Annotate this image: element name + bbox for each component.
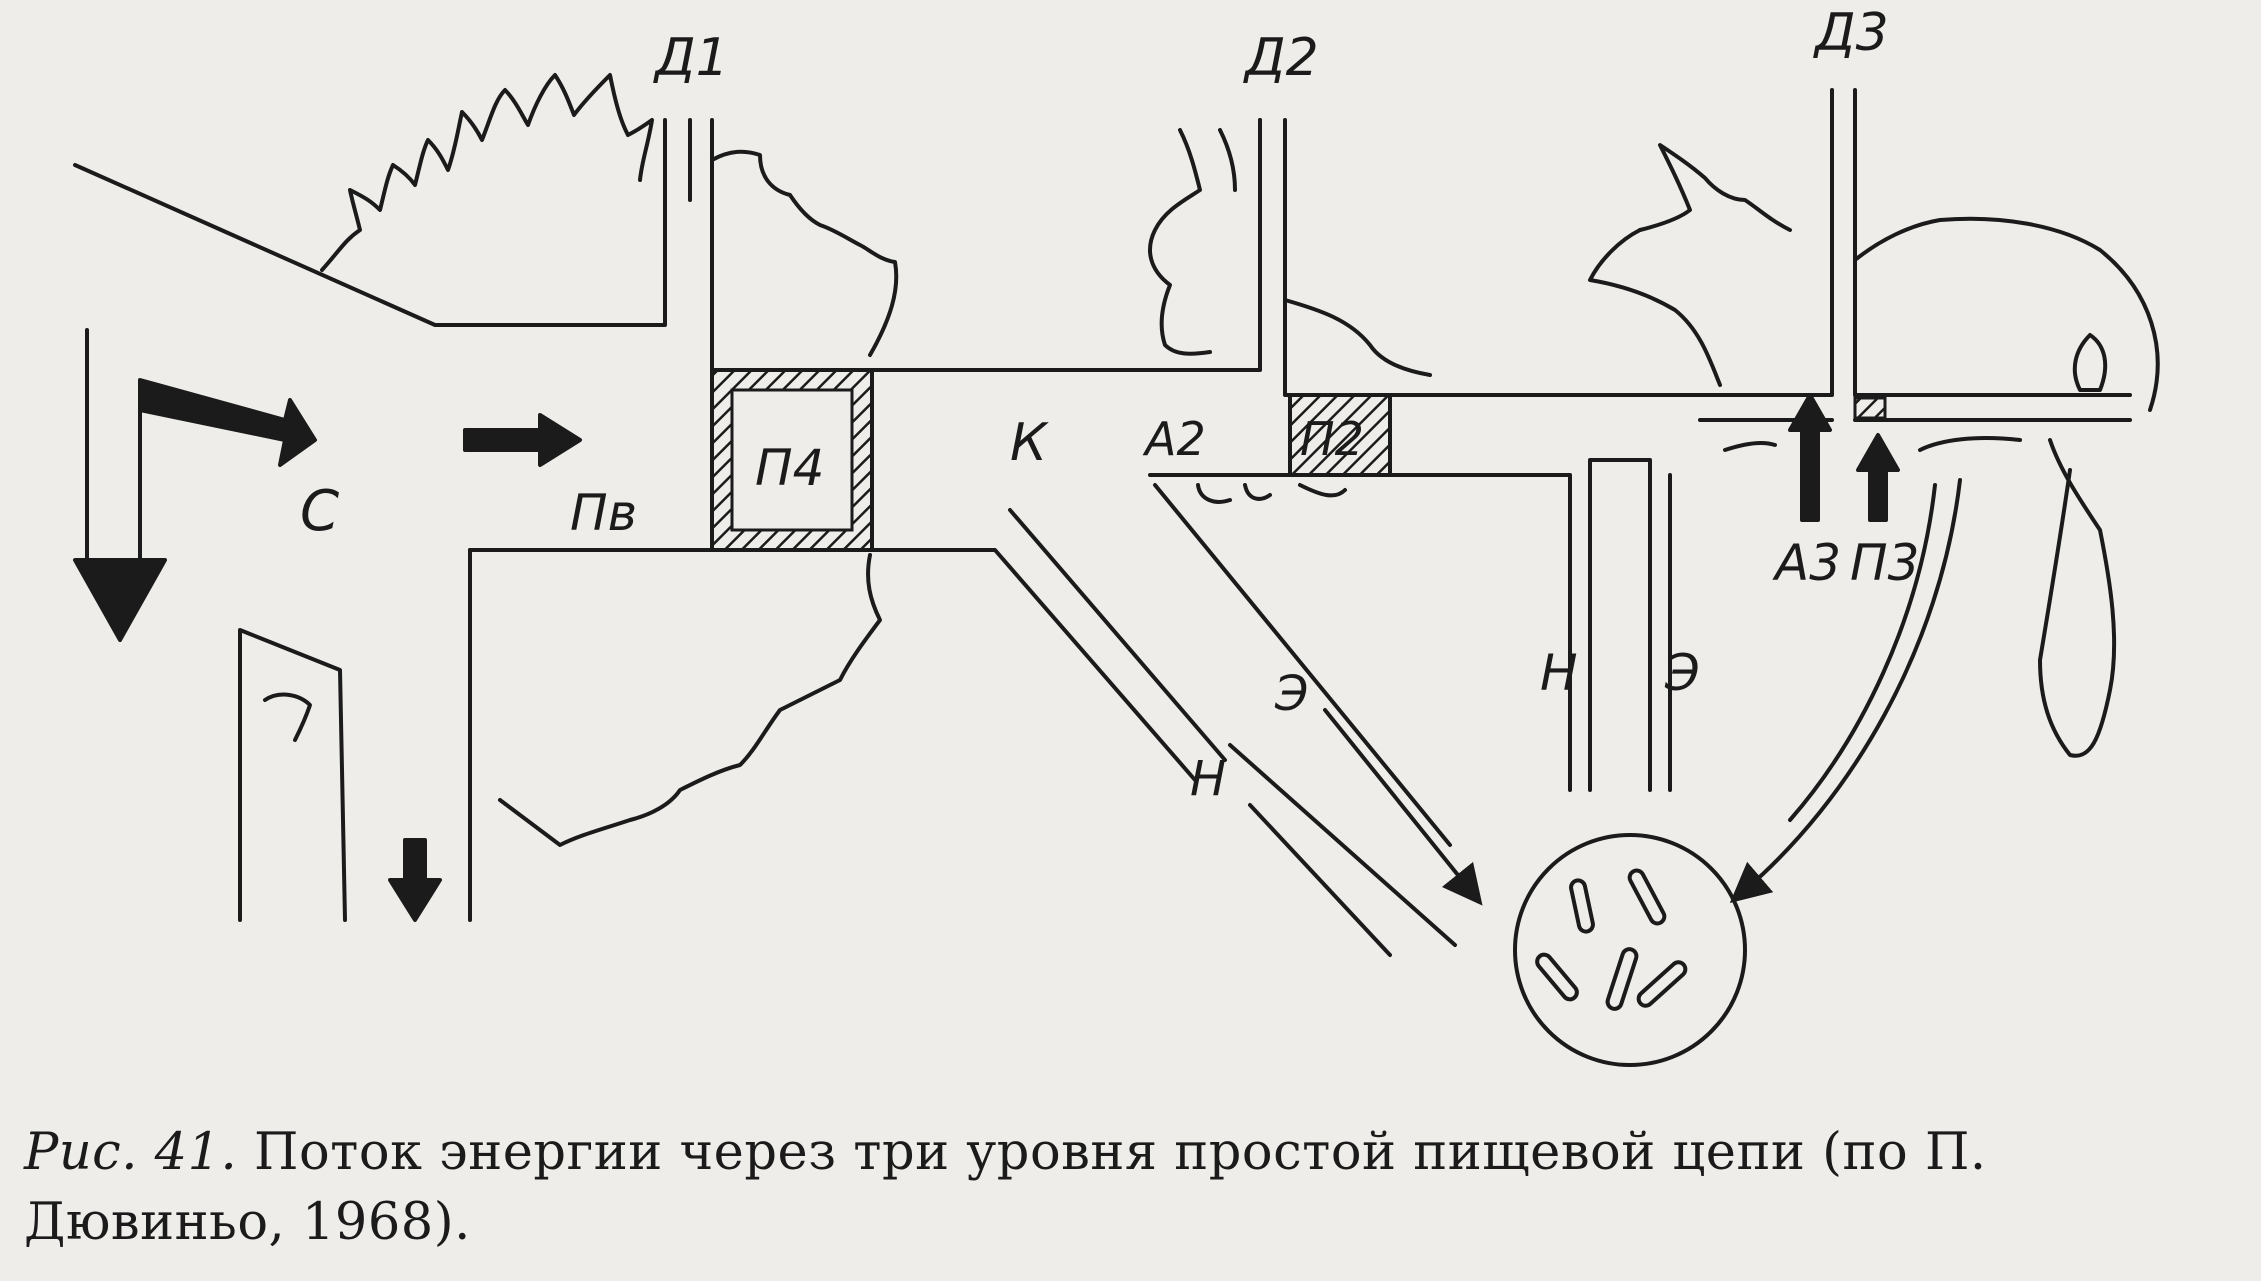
label-pv: Пв <box>570 484 637 542</box>
label-d1: Д1 <box>653 28 729 88</box>
curved-arrow-to-decomposers <box>1729 478 1962 904</box>
label-n-vertical: Н <box>1540 644 1578 702</box>
level1-top-wall <box>710 118 1262 372</box>
sunlight-arrow <box>73 328 317 642</box>
fox-flame-tip <box>2072 333 2108 392</box>
diag-channel-4 <box>1248 803 1392 957</box>
label-d3: Д3 <box>1813 3 1889 63</box>
diag-arrow-to-decomposers <box>1323 708 1483 906</box>
bacterium-4 <box>1605 947 1639 1011</box>
figure-caption: Рис. 41. Поток энергии через три уровня … <box>24 1118 2239 1258</box>
level1-bottom-wall <box>468 548 1197 782</box>
label-d2: Д2 <box>1243 28 1319 88</box>
rabbit-feet <box>1196 483 1347 504</box>
grass-shape-upper <box>320 73 654 272</box>
label-c: С <box>300 479 339 544</box>
reflected-channel <box>238 628 347 922</box>
level2-bottom-wall <box>1148 473 1572 792</box>
grass-shape-right <box>710 149 899 357</box>
label-n-diagonal: Н <box>1190 751 1226 807</box>
p4-inner-box <box>730 388 854 532</box>
p3-up-arrow <box>1856 433 1900 522</box>
diag-channel-1 <box>1008 508 1227 762</box>
diag-channel-2 <box>1153 483 1452 847</box>
bacterium-2 <box>1627 868 1667 926</box>
fox-body <box>1588 216 2160 412</box>
label-a2: А2 <box>1142 412 1206 466</box>
label-k: К <box>1010 413 1049 473</box>
level2-top-wall <box>1283 118 1834 397</box>
decomposer-circle <box>1513 833 1747 1067</box>
diag-channel-3 <box>1228 743 1457 947</box>
rabbit-ear-right <box>1218 128 1237 192</box>
label-e-diagonal: Э <box>1274 666 1309 722</box>
curved-arrow-outer <box>1788 483 1937 822</box>
fox-tail <box>2038 438 2117 758</box>
bacterium-1 <box>1569 878 1595 934</box>
incoming-sunlight-line <box>73 118 667 327</box>
p2-hatched-box <box>1288 393 1392 477</box>
label-a3: А3 <box>1772 534 1841 592</box>
arrow-to-pv <box>463 413 582 467</box>
energy-flow-diagram: Д1 Д2 Д3 С Пв П4 К А2 П2 А3 П3 Э Н Н Э <box>73 3 2160 1067</box>
bacterium-5 <box>1636 960 1688 1008</box>
reflected-curl <box>263 692 312 742</box>
bacterium-3 <box>1535 952 1579 1002</box>
p3-hatched-box <box>1853 396 1887 420</box>
down-arrow-left <box>388 838 442 922</box>
a3-up-arrow <box>1788 393 1832 522</box>
rabbit-shape <box>1148 128 1212 356</box>
label-e-vertical: Э <box>1664 644 1700 702</box>
rabbit-body-right <box>1283 298 1432 377</box>
grass-roots-shape <box>498 553 882 847</box>
label-p3: П3 <box>1850 534 1919 592</box>
fox-feet <box>1723 436 2022 452</box>
caption-text: Поток энергии через три уровня простой п… <box>24 1123 1987 1252</box>
fox-head <box>1638 143 1792 232</box>
label-p2: П2 <box>1300 412 1364 466</box>
figure-number: Рис. 41. <box>24 1123 238 1182</box>
label-p4: П4 <box>755 439 824 497</box>
level2-inner-corridor <box>1588 458 1652 792</box>
